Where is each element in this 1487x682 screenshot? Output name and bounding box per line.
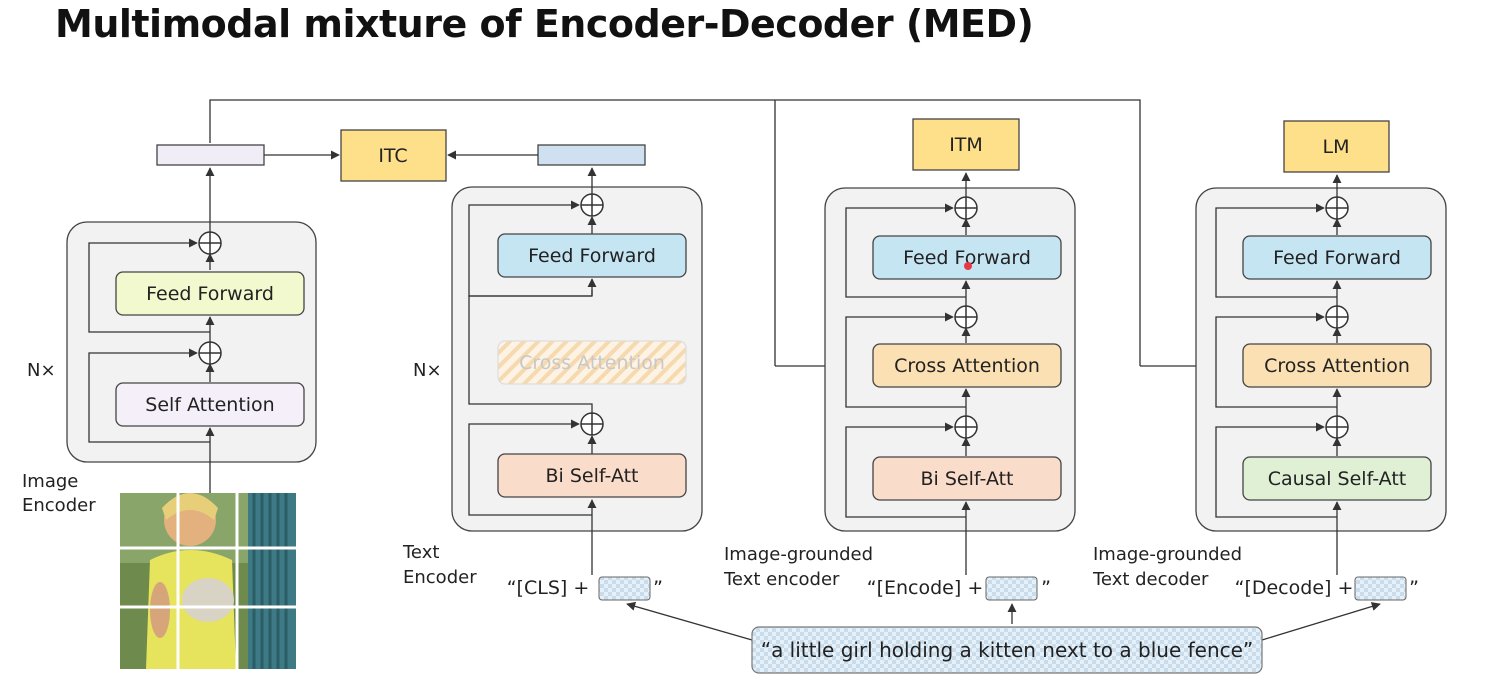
grounded-text-decoder: Feed Forward Cross Attention Causal Self… xyxy=(1195,174,1447,575)
add-icon xyxy=(954,415,978,439)
grounded-encoder-label-line2: Text encoder xyxy=(723,569,840,590)
grounded-encoder-cross-attention-block: Cross Attention xyxy=(872,343,1062,388)
pointer-dot xyxy=(964,262,972,270)
decoder-feed-forward-block: Feed Forward xyxy=(1242,235,1432,280)
add-icon xyxy=(198,231,222,255)
add-icon xyxy=(1325,196,1349,220)
itm-head: ITM xyxy=(912,118,1020,171)
text-feed-forward-block: Feed Forward xyxy=(497,233,687,278)
cls-input-close-quote: ” xyxy=(653,577,663,599)
itm-label: ITM xyxy=(949,134,983,156)
grounded-encoder-label-line1: Image-grounded xyxy=(724,544,873,565)
text-token-placeholder xyxy=(598,576,651,601)
text-embedding-bar xyxy=(537,144,646,166)
text-cross-attention-label: Cross Attention xyxy=(519,352,665,374)
grounded-encoder-input: “[Encode] + ” xyxy=(867,576,1051,601)
grounded-decoder-label-line1: Image-grounded xyxy=(1093,544,1242,565)
grounded-encoder-feed-forward-block: Feed Forward xyxy=(872,235,1062,280)
text-bi-self-att-label: Bi Self-Att xyxy=(545,465,638,487)
grounded-encoder-bi-self-att-label: Bi Self-Att xyxy=(920,468,1013,490)
image-encoder-repeat: N× xyxy=(27,360,56,381)
grounded-decoder-input: “[Decode] + ” xyxy=(1235,576,1419,601)
text-token-placeholder xyxy=(1354,576,1407,601)
grounded-decoder-label-line2: Text decoder xyxy=(1092,569,1209,590)
input-photo xyxy=(120,493,296,669)
encode-input-label: “[Encode] + xyxy=(867,577,984,599)
photo-patch-grid xyxy=(120,493,296,669)
image-feature-bus xyxy=(209,99,1244,371)
text-cross-attention-disabled-block: Cross Attention xyxy=(497,340,687,385)
text-encoder-input: “[CLS] + ” xyxy=(507,576,663,601)
caption-arrows xyxy=(626,601,1381,641)
lm-head: LM xyxy=(1283,120,1390,173)
caption-box: “a little girl holding a kitten next to … xyxy=(751,626,1263,674)
text-encoder-label-line2: Encoder xyxy=(403,567,477,588)
decoder-feed-forward-label: Feed Forward xyxy=(1273,247,1401,269)
image-embedding-bar xyxy=(156,144,265,166)
image-self-attention-label: Self Attention xyxy=(145,394,274,416)
grounded-encoder-feed-forward-label: Feed Forward xyxy=(903,247,1031,269)
decode-input-close-quote: ” xyxy=(1409,577,1419,599)
add-icon xyxy=(580,412,604,436)
add-icon xyxy=(954,196,978,220)
image-encoder-label-line1: Image xyxy=(22,471,78,492)
add-icon xyxy=(1325,305,1349,329)
add-icon xyxy=(954,305,978,329)
image-self-attention-block: Self Attention xyxy=(115,382,305,427)
image-encoder: Feed Forward Self Attention xyxy=(66,167,317,495)
text-bi-self-att-block: Bi Self-Att xyxy=(497,453,687,498)
text-encoder-repeat: N× xyxy=(413,360,442,381)
text-encoder-label-line1: Text xyxy=(402,542,439,563)
lm-label: LM xyxy=(1323,136,1350,158)
text-feed-forward-label: Feed Forward xyxy=(528,245,656,267)
grounded-encoder-bi-self-att-block: Bi Self-Att xyxy=(872,456,1062,501)
decoder-causal-self-att-block: Causal Self-Att xyxy=(1242,456,1432,501)
decoder-cross-attention-block: Cross Attention xyxy=(1242,343,1432,388)
image-feed-forward-label: Feed Forward xyxy=(146,283,274,305)
encode-input-close-quote: ” xyxy=(1041,577,1051,599)
decoder-causal-self-att-label: Causal Self-Att xyxy=(1268,468,1407,490)
image-encoder-label-line2: Encoder xyxy=(22,495,96,516)
cls-input-label: “[CLS] + xyxy=(507,577,590,599)
text-encoder: Feed Forward Cross Attention Bi Self-Att xyxy=(451,167,703,575)
caption-text: “a little girl holding a kitten next to … xyxy=(761,638,1254,662)
image-feed-forward-block: Feed Forward xyxy=(115,271,305,316)
grounded-text-encoder: Feed Forward Cross Attention Bi Self-Att xyxy=(824,172,1076,575)
decode-input-label: “[Decode] + xyxy=(1235,577,1354,599)
decoder-cross-attention-label: Cross Attention xyxy=(1264,355,1410,377)
itc-label: ITC xyxy=(378,145,407,167)
add-icon xyxy=(1325,415,1349,439)
grounded-encoder-cross-attention-label: Cross Attention xyxy=(894,355,1040,377)
itc-head: ITC xyxy=(340,129,447,182)
add-icon xyxy=(580,193,604,217)
page-title: Multimodal mixture of Encoder-Decoder (M… xyxy=(55,2,1034,46)
add-icon xyxy=(198,341,222,365)
text-token-placeholder xyxy=(985,576,1038,601)
